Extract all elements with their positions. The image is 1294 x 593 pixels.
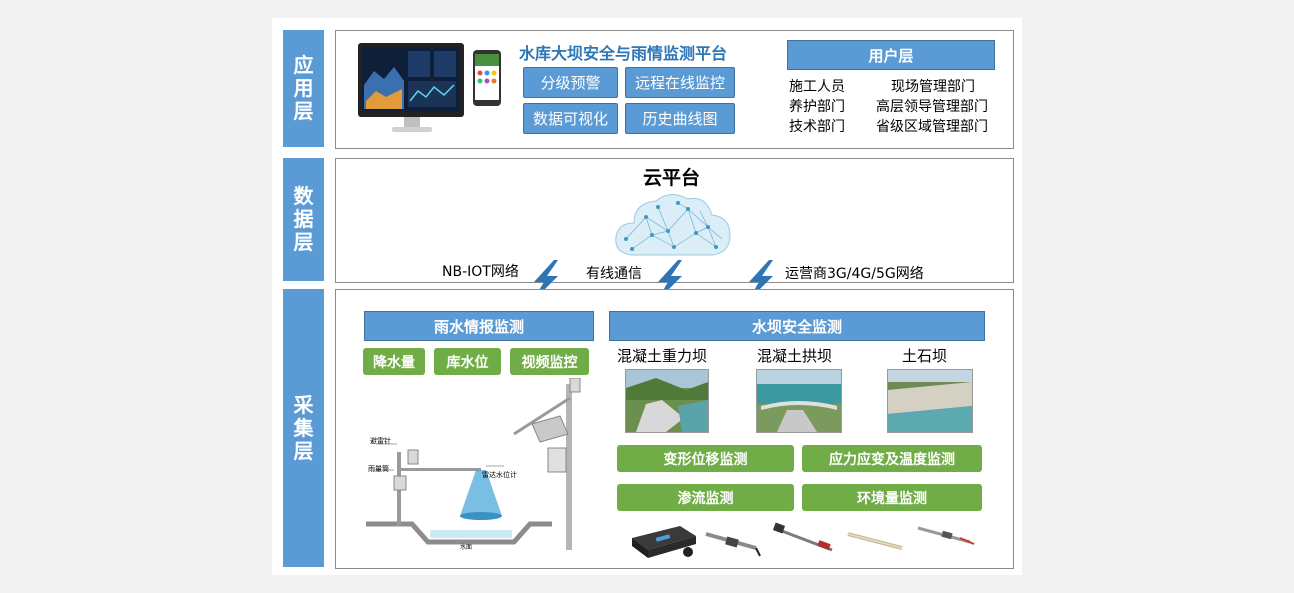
sensor-box-icon: [632, 526, 696, 558]
button-environment-monitoring[interactable]: 环境量监测: [802, 484, 982, 511]
button-deformation-monitoring[interactable]: 变形位移监测: [617, 445, 794, 472]
dam-safety-header: 水坝安全监测: [609, 311, 985, 341]
button-remote-monitoring[interactable]: 远程在线监控: [625, 67, 735, 98]
layer-label-data: 数据层: [283, 158, 324, 281]
label-lightning-rod: 避雷针: [370, 437, 391, 445]
architecture-diagram: 应用层 数据层 采集层 水库大坝安全与雨情监测平台 分级预警 远程在线监控: [272, 18, 1022, 575]
button-tiered-warning[interactable]: 分级预警: [523, 67, 618, 98]
rain-monitoring-header: 雨水情报监测: [364, 311, 594, 341]
layer-label-acquisition: 采集层: [283, 289, 324, 567]
button-precipitation[interactable]: 降水量: [363, 348, 425, 375]
button-stress-strain-temperature[interactable]: 应力应变及温度监测: [802, 445, 982, 472]
photo-arch-dam: [756, 369, 842, 433]
user-layer-header: 用户层: [787, 40, 995, 70]
application-panel: 水库大坝安全与雨情监测平台 分级预警 远程在线监控 数据可视化 历史曲线图 用户…: [335, 30, 1014, 149]
button-seepage-monitoring[interactable]: 渗流监测: [617, 484, 794, 511]
user-senior-leadership: 高层领导管理部门: [876, 99, 988, 115]
monitor-icon: [358, 43, 464, 132]
user-maintenance: 养护部门: [789, 99, 845, 115]
dam-type-gravity: 混凝土重力坝: [617, 347, 708, 365]
user-site-management: 现场管理部门: [891, 79, 975, 95]
cloud-icon: [615, 194, 731, 256]
platform-title: 水库大坝安全与雨情监测平台: [519, 44, 728, 63]
link-carrier: 运营商3G/4G/5G网络: [785, 266, 924, 282]
sensor-probe-2-icon: [772, 522, 833, 552]
data-panel: 云平台 NB-IOT网络 有线通信 运营商3G/4G/5G网络: [335, 158, 1014, 283]
user-technical: 技术部门: [789, 119, 845, 135]
label-rain-gauge: 雨量筒: [368, 465, 389, 473]
monitoring-station-illustration: [366, 378, 581, 550]
button-reservoir-level[interactable]: 库水位: [434, 348, 501, 375]
sensor-probe-4-icon: [917, 526, 975, 545]
link-wired: 有线通信: [586, 266, 642, 282]
label-radar-level: 雷达水位计: [482, 471, 517, 479]
dam-type-earth-rock: 土石坝: [902, 347, 948, 365]
button-video-monitoring[interactable]: 视频监控: [510, 348, 589, 375]
button-history-curve[interactable]: 历史曲线图: [625, 103, 735, 134]
photo-gravity-dam: [625, 369, 709, 433]
label-water-surface: 水面: [460, 544, 473, 551]
photo-earth-rock-dam: [887, 369, 973, 433]
dam-type-arch: 混凝土拱坝: [757, 347, 833, 365]
button-data-visualization[interactable]: 数据可视化: [523, 103, 618, 134]
sensor-probe-3-icon: [847, 532, 903, 550]
cloud-title: 云平台: [643, 167, 701, 189]
sensor-probe-1-icon: [705, 532, 761, 557]
user-construction-staff: 施工人员: [789, 79, 845, 95]
acquisition-panel: 雨水情报监测 降水量 库水位 视频监控 避雷针: [335, 289, 1014, 569]
user-provincial-management: 省级区域管理部门: [876, 119, 988, 135]
phone-icon: [473, 50, 501, 106]
link-nbiot: NB-IOT网络: [442, 264, 519, 280]
layer-label-application: 应用层: [283, 30, 324, 147]
